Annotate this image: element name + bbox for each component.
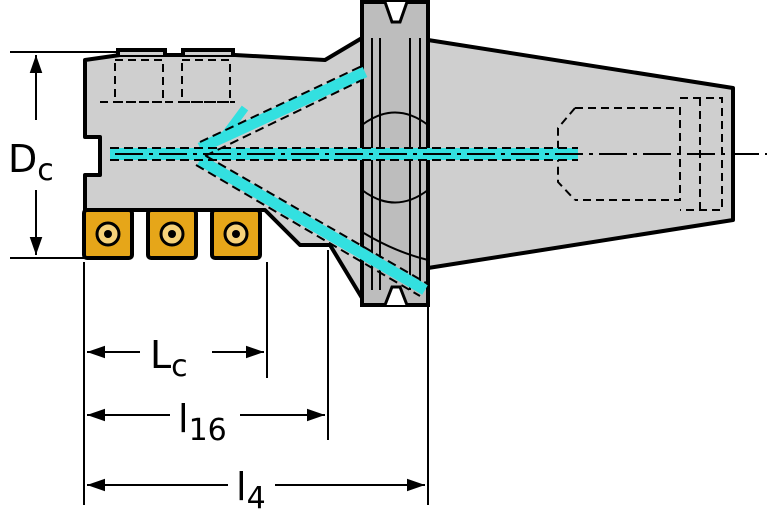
insert-3 (210, 208, 262, 260)
flange-groove-top (383, 1, 409, 24)
hidden-pockets (100, 59, 235, 103)
flange-groove-bottom (383, 285, 409, 306)
label-l16: l16 (178, 397, 227, 448)
label-dc: Dc (8, 137, 54, 188)
insert-pocket-top-1 (116, 48, 167, 55)
label-l4: l4 (236, 465, 266, 516)
insert-pocket-top-2 (181, 48, 235, 55)
dimension-dc (10, 51, 118, 259)
insert-1 (82, 208, 134, 260)
coolant-channel-edges (110, 65, 578, 297)
label-lc: Lc (150, 333, 188, 384)
extension-lines (83, 250, 429, 505)
insert-2 (146, 208, 198, 260)
flange-lines (361, 38, 429, 290)
